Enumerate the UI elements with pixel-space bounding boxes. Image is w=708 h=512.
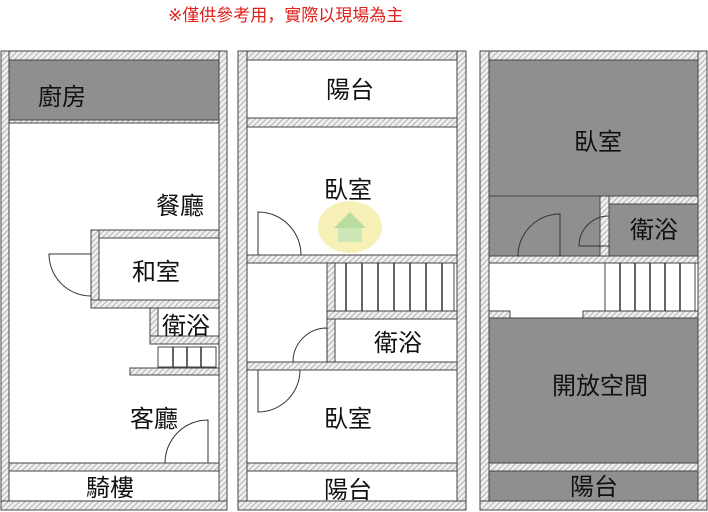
door-bedroom-3f	[517, 213, 561, 257]
door-japanese-room	[48, 253, 92, 297]
door-bedroom-top	[257, 211, 302, 256]
label-bedroom-bottom: 臥室	[324, 405, 372, 433]
label-bedroom-top: 臥室	[324, 176, 372, 204]
floor-2-plan: 陽台 臥室 衛浴 臥室 陽台	[237, 50, 467, 511]
door-bathroom-2f	[292, 327, 328, 363]
kitchen-area	[8, 59, 220, 121]
label-bathroom-1f: 衛浴	[162, 312, 210, 340]
label-bathroom-2f: 衛浴	[374, 329, 422, 357]
label-bedroom-3f: 臥室	[574, 128, 622, 156]
label-open-space: 開放空間	[552, 372, 648, 400]
bedroom-3f-area	[488, 59, 699, 197]
label-japanese-room: 和室	[132, 258, 180, 286]
open-space-area	[488, 317, 699, 464]
door-bedroom-bottom	[257, 369, 301, 413]
door-bathroom-3f	[578, 215, 610, 247]
label-kitchen: 廚房	[38, 83, 86, 111]
floor-3-plan: 臥室 衛浴 開放空間 陽台	[479, 50, 708, 511]
label-dining: 餐廳	[156, 192, 204, 220]
floor-1-plan: 廚房 餐廳 和室 衛浴 客廳 騎樓	[0, 50, 228, 511]
label-balcony-bottom: 陽台	[324, 476, 372, 504]
balcony-3f-area	[488, 470, 699, 502]
label-balcony-top: 陽台	[326, 76, 374, 104]
watermark-logo	[318, 201, 382, 253]
disclaimer-note: ※僅供參考用，實際以現場為主	[168, 6, 403, 26]
door-living	[164, 419, 209, 464]
label-balcony-3f: 陽台	[570, 473, 618, 501]
label-bathroom-3f: 衛浴	[630, 216, 678, 244]
bathroom-3f-area	[608, 202, 699, 257]
label-living: 客廳	[130, 405, 178, 433]
bedroom-3f-lower	[488, 195, 601, 257]
label-arcade: 騎樓	[86, 474, 134, 502]
